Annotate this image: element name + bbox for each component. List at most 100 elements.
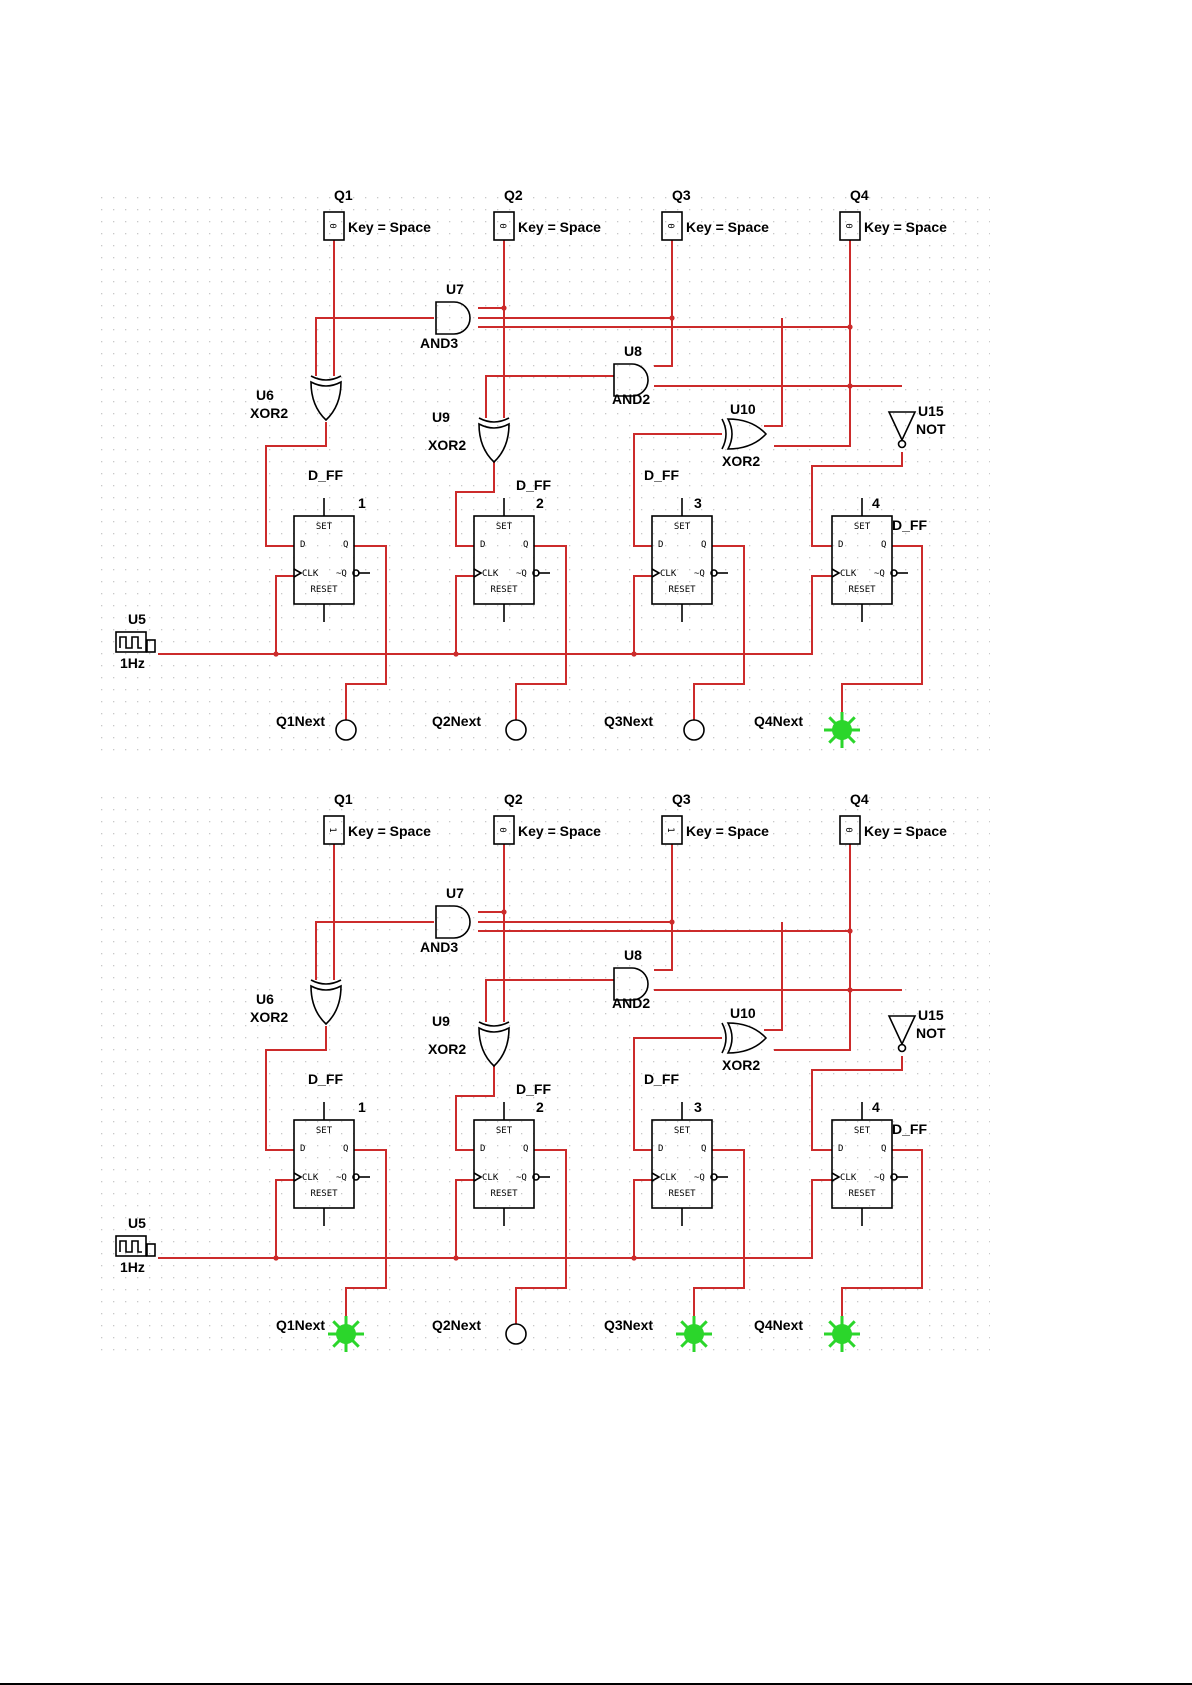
ff-pin-clk: CLK	[660, 1173, 677, 1183]
gate-u15-type: NOT	[916, 1025, 946, 1041]
switch-body[interactable]	[493, 815, 515, 845]
wire-q3-next	[693, 545, 745, 720]
ff2-number: 2	[536, 1099, 544, 1115]
gate-u7-ref: U7	[446, 281, 464, 297]
wire-not-out	[811, 452, 903, 547]
switch-body[interactable]	[839, 211, 861, 241]
output-label-q1next: Q1Next	[276, 713, 325, 729]
switch-key-label: Key = Space	[348, 823, 431, 839]
switch-value: 1	[665, 827, 675, 832]
wire-u6-out	[265, 422, 327, 547]
wire-q4-next	[841, 545, 923, 720]
wire-clk-ff3	[633, 1179, 652, 1258]
switch-value: 0	[843, 827, 853, 832]
gate-u7-and3	[435, 301, 471, 335]
ff-pin-nq: ~Q	[336, 569, 347, 579]
ff-pin-clk: CLK	[840, 1173, 857, 1183]
gate-u15-ref: U15	[918, 1007, 944, 1023]
switch-label: Q3	[672, 187, 691, 203]
switch-value: 0	[497, 827, 507, 832]
output-label-q2next: Q2Next	[432, 713, 481, 729]
gate-u7-and3	[435, 905, 471, 939]
gate-u9-type: XOR2	[428, 1041, 466, 1057]
wire-q4	[774, 844, 851, 1051]
switch-key-label: Key = Space	[686, 823, 769, 839]
wire-clk-ff1	[275, 1179, 294, 1258]
wire-clk-ff1	[275, 575, 294, 654]
wire-clk-ff2	[455, 575, 474, 654]
ff-pin-nq: ~Q	[694, 1173, 705, 1183]
switch-body[interactable]	[323, 815, 345, 845]
output-label-q3next: Q3Next	[604, 1317, 653, 1333]
ff-pin-nq: ~Q	[874, 569, 885, 579]
ff-pin-set: SET	[316, 522, 333, 532]
switch-body[interactable]	[839, 815, 861, 845]
ff-pin-d: D	[300, 540, 305, 550]
ff-pin-q: Q	[701, 540, 706, 550]
gate-u7-type: AND3	[420, 939, 458, 955]
ff-pin-nq: ~Q	[516, 569, 527, 579]
ff1-number: 1	[358, 495, 366, 511]
ff1-name: D_FF	[308, 1071, 343, 1087]
ff2-number: 2	[536, 495, 544, 511]
switch-value: 0	[327, 223, 337, 228]
wire-u7-out	[315, 921, 434, 980]
gate-u15-ref: U15	[918, 403, 944, 419]
ff-pin-q: Q	[523, 540, 528, 550]
switch-key-label: Key = Space	[348, 219, 431, 235]
ff-pin-clk: CLK	[302, 569, 319, 579]
ff3-number: 3	[694, 495, 702, 511]
gate-u8-type: AND2	[612, 391, 650, 407]
gate-u8-type: AND2	[612, 995, 650, 1011]
gate-u8-ref: U8	[624, 343, 642, 359]
switch-label: Q2	[504, 187, 523, 203]
gate-u15-not	[887, 411, 917, 449]
ff3-name: D_FF	[644, 467, 679, 483]
switch-body[interactable]	[661, 815, 683, 845]
wire-q3-next	[693, 1149, 745, 1324]
switch-body[interactable]	[661, 211, 683, 241]
wire-junction	[453, 651, 459, 657]
wire-junction	[847, 383, 853, 389]
wire-u9-out	[455, 1066, 495, 1151]
wire-junction	[847, 987, 853, 993]
ff-pin-clk: CLK	[660, 569, 677, 579]
switch-body[interactable]	[323, 211, 345, 241]
ff-pin-d: D	[480, 1144, 485, 1154]
wire-q3	[654, 240, 673, 367]
gate-u6-ref: U6	[256, 991, 274, 1007]
ff-pin-reset: RESET	[490, 585, 518, 595]
wire-u9-in-b	[485, 979, 614, 1022]
switch-q3[interactable]: Q3 1 Key = Space	[661, 791, 769, 845]
ff1-number: 1	[358, 1099, 366, 1115]
wire-q1-next	[345, 1149, 387, 1324]
wire-junction	[847, 928, 853, 934]
output-label-q4next: Q4Next	[754, 713, 803, 729]
ff-pin-reset: RESET	[490, 1189, 518, 1199]
gate-u10-ref: U10	[730, 1005, 756, 1021]
ff4-name: D_FF	[892, 517, 927, 533]
switch-label: Q3	[672, 791, 691, 807]
wire-clock-bus	[158, 575, 832, 655]
wire-clock-bus	[158, 1179, 832, 1259]
switch-label: Q1	[334, 187, 353, 203]
switch-q1[interactable]: Q1 0 Key = Space	[323, 187, 431, 241]
switch-body[interactable]	[493, 211, 515, 241]
gate-u9-ref: U9	[432, 409, 450, 425]
output-led-q1next	[335, 719, 357, 741]
gate-u6-xor2	[310, 375, 342, 422]
gate-u6-type: XOR2	[250, 1009, 288, 1025]
ff-pin-set: SET	[674, 522, 691, 532]
switch-key-label: Key = Space	[518, 823, 601, 839]
ff-pin-reset: RESET	[310, 585, 338, 595]
